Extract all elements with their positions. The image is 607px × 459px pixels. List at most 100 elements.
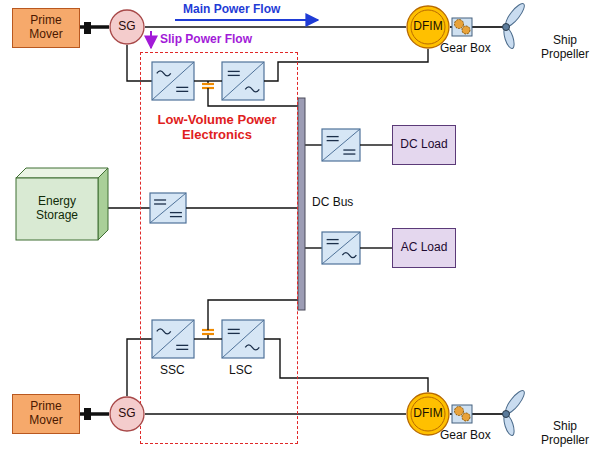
rotor-ring (411, 10, 445, 44)
dc-symbol (176, 349, 188, 350)
node-label: SG (118, 407, 135, 421)
converter-outline (322, 129, 360, 161)
dc-symbol (228, 329, 240, 330)
part-label: Gear Box (440, 429, 491, 443)
prime-mover-box: Prime Mover (12, 394, 80, 434)
dc-symbol (327, 239, 339, 240)
gear-box (452, 405, 472, 423)
part-label: Ship Propeller (532, 34, 598, 62)
ac-symbol (157, 329, 171, 334)
converter-outline (150, 193, 186, 223)
wire (305, 144, 322, 145)
converter-box (322, 129, 360, 161)
wire (264, 49, 428, 81)
dc-symbol (327, 140, 339, 141)
slip-flow-arrow (150, 31, 152, 48)
dc-symbol (170, 216, 182, 217)
wire (208, 300, 298, 330)
part-label: Gear Box (440, 42, 491, 56)
converter-diagonal (150, 193, 186, 223)
node-label: DFIM (413, 407, 442, 421)
converter-label: SSC (160, 364, 185, 378)
node-label: DFIM (413, 20, 442, 34)
generator-circle: SG (109, 9, 145, 45)
dc-symbol (154, 199, 166, 200)
dc-symbol (228, 71, 240, 72)
shaft-coupling (84, 22, 91, 34)
converter-box (152, 62, 194, 100)
dc-symbol (327, 136, 339, 137)
dc-symbol (154, 203, 166, 204)
converter-diagonal (222, 320, 264, 358)
wire (360, 144, 392, 145)
converter-label: LSC (229, 364, 252, 378)
dc-symbol (176, 87, 188, 88)
dc-bus-bar (298, 98, 305, 310)
node-label: Prime Mover (13, 400, 79, 428)
converter-outline (222, 320, 264, 358)
propeller-hub (503, 411, 510, 418)
power-electronics-region: Low-Volume Power Electronics (140, 52, 298, 444)
box-top (16, 168, 108, 178)
capacitor-plate (202, 333, 214, 335)
node-label: Energy Storage (16, 185, 108, 223)
connector (145, 413, 406, 415)
shaft-coupling (84, 408, 91, 420)
ac-symbol (245, 87, 259, 92)
converter-diagonal (152, 320, 194, 358)
converter-outline (322, 232, 360, 264)
ac-symbol (245, 345, 259, 350)
part-label: Ship Propeller (532, 420, 598, 448)
gear (462, 413, 470, 421)
main-flow-arrow (175, 19, 318, 21)
flow-label: Slip Power Flow (160, 33, 252, 47)
gear-box (452, 18, 472, 36)
converter-outline (222, 62, 264, 100)
converter-diagonal (222, 62, 264, 100)
wire (305, 247, 322, 248)
flow-label: Main Power Flow (183, 3, 280, 17)
energy-storage-box: Energy Storage (16, 168, 108, 240)
node-label: Prime Mover (13, 14, 79, 42)
dc-symbol (170, 212, 182, 213)
wire (264, 339, 428, 392)
connector (145, 26, 406, 28)
converter-diagonal (322, 129, 360, 161)
dc-symbol (176, 91, 188, 92)
wire (186, 207, 298, 208)
ac-symbol (342, 253, 356, 258)
converter-diagonal (322, 232, 360, 264)
converter-box (152, 320, 194, 358)
converter-outline (152, 320, 194, 358)
dc-symbol (343, 153, 355, 154)
converter-box (150, 193, 186, 223)
generator-circle: SG (109, 396, 145, 432)
node-label: SG (118, 20, 135, 34)
dc-symbol (228, 75, 240, 76)
wire (360, 247, 392, 248)
gear (462, 26, 470, 34)
converter-outline (152, 62, 194, 100)
converter-diagonal (152, 62, 194, 100)
prime-mover-box: Prime Mover (12, 8, 80, 48)
wire (208, 88, 298, 106)
dc-symbol (343, 149, 355, 150)
load-box: DC Load (392, 125, 456, 165)
bus-label: DC Bus (312, 196, 353, 210)
converter-box (322, 232, 360, 264)
circle-body (110, 10, 144, 44)
ac-symbol (157, 71, 171, 76)
load-box: AC Load (392, 228, 456, 268)
region-title: Low-Volume Power Electronics (149, 113, 285, 143)
propeller-hub (503, 24, 510, 31)
rotor-ring (411, 397, 445, 431)
dc-symbol (327, 243, 339, 244)
node-label: DC Load (400, 138, 447, 152)
converter-box (222, 62, 264, 100)
capacitor-plate (202, 83, 214, 85)
gear (455, 20, 464, 29)
node-label: AC Load (401, 241, 448, 255)
circle-body (110, 397, 144, 431)
dc-symbol (228, 333, 240, 334)
